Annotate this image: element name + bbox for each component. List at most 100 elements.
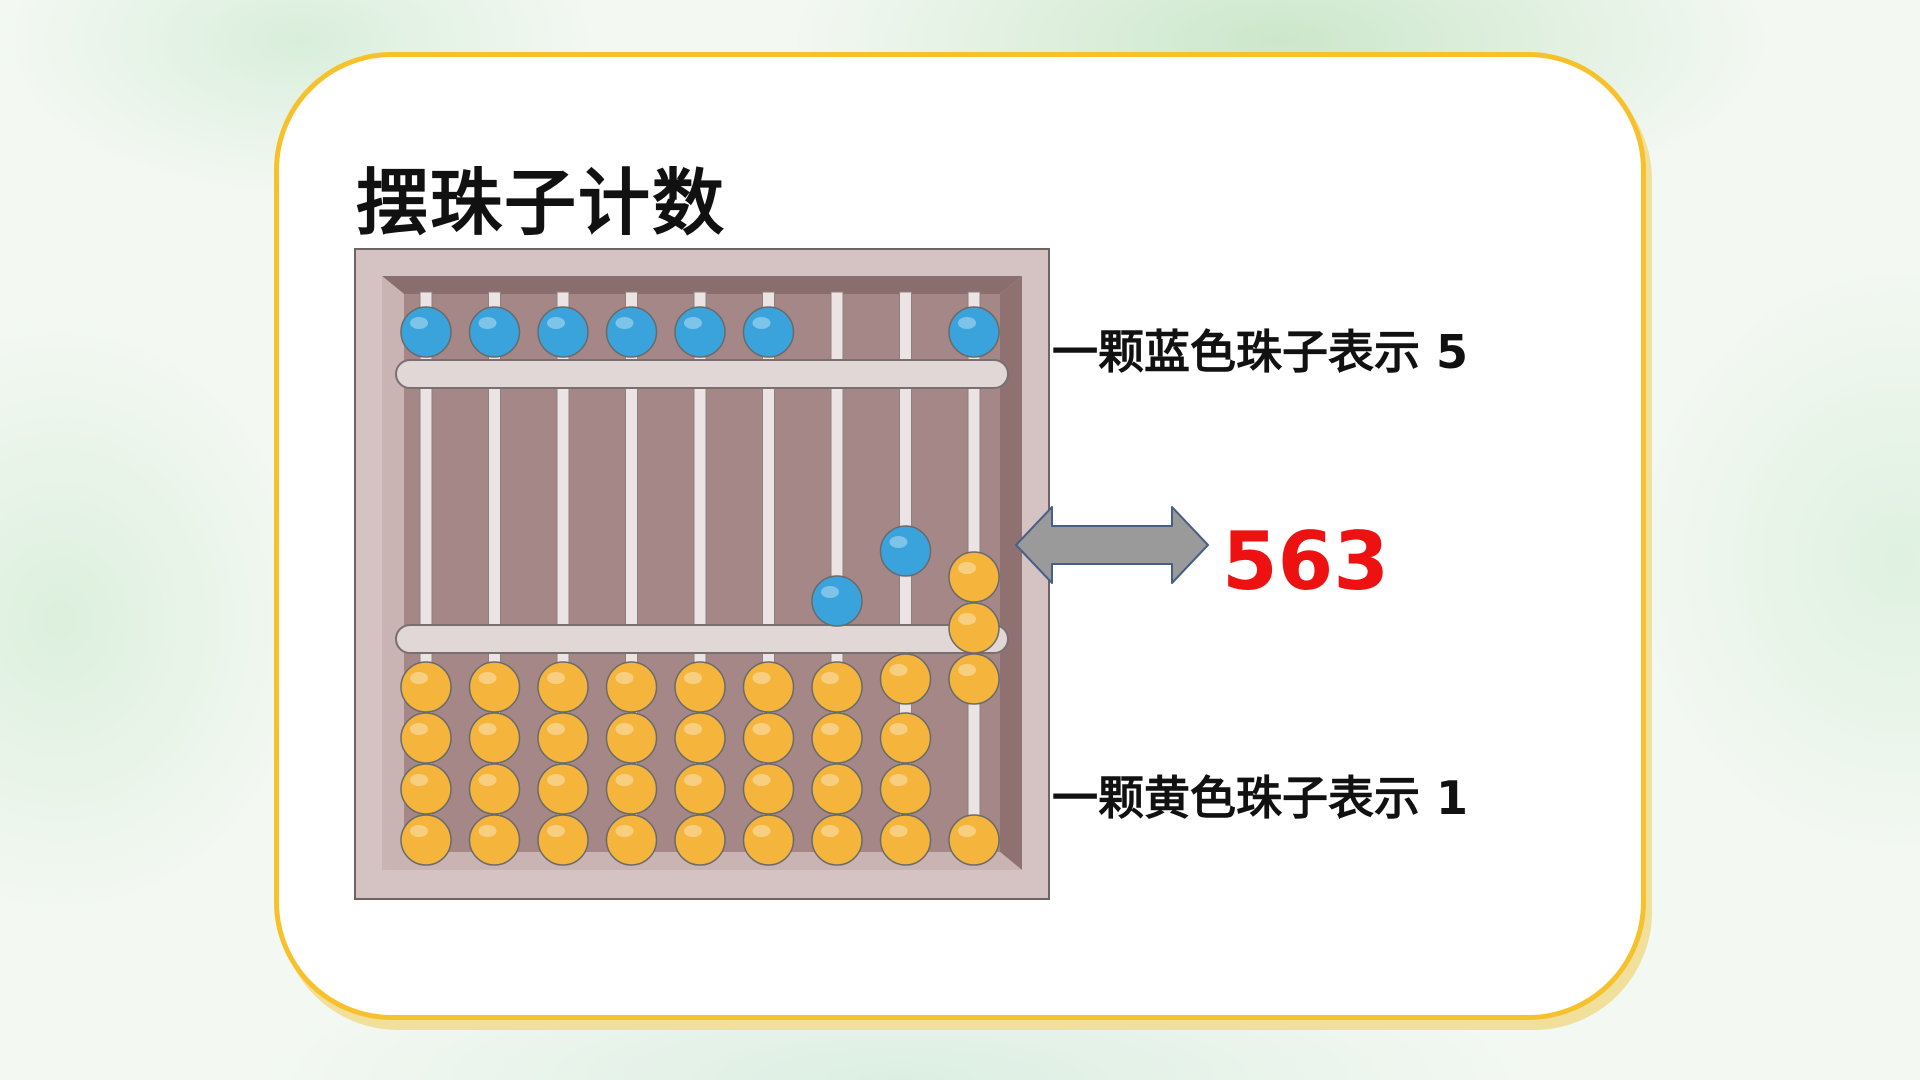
blue-bead [468,306,521,358]
yellow-bead-highlight [958,562,976,574]
yellow-bead [879,653,932,705]
yellow-bead [879,814,932,866]
yellow-bead-highlight [547,774,565,786]
blue-bead-highlight [821,586,839,598]
yellow-bead [811,661,863,713]
yellow-bead-highlight [410,825,428,837]
yellow-bead [811,712,863,764]
blue-bead-highlight [547,317,565,329]
yellow-bead-highlight [615,825,634,837]
abacus-inner-top-bevel [382,276,1022,294]
yellow-bead [742,661,795,713]
yellow-bead [537,814,589,866]
abacus [354,248,1050,900]
abacus-lower-beam [395,624,1009,654]
yellow-bead [674,712,726,764]
double-arrow-shape [1015,506,1209,584]
yellow-bead [811,763,863,815]
yellow-bead-label: 一颗黄色珠子表示 1 [1052,771,1469,825]
yellow-bead [948,551,1000,603]
yellow-bead [674,661,726,713]
yellow-bead-highlight [684,672,702,684]
result-number: 563 [1222,515,1389,608]
abacus-inner-right-bevel [1000,276,1022,870]
yellow-bead-highlight [547,825,565,837]
yellow-bead [468,661,521,713]
yellow-bead-highlight [478,825,497,837]
blue-bead [674,306,726,358]
yellow-bead-highlight [478,672,497,684]
yellow-bead-highlight [615,774,634,786]
blue-bead-highlight [615,317,634,329]
yellow-bead-highlight [615,672,634,684]
yellow-bead-highlight [684,723,702,735]
blue-bead-highlight [958,317,976,329]
blue-bead [811,575,863,627]
yellow-bead-highlight [752,672,771,684]
page-title: 摆珠子计数 [356,161,727,245]
yellow-bead-highlight [410,672,428,684]
yellow-bead-highlight [889,664,908,676]
yellow-bead-highlight [752,774,771,786]
yellow-bead-highlight [684,825,702,837]
blue-bead-highlight [410,317,428,329]
blue-bead-label: 一颗蓝色珠子表示 5 [1052,325,1469,379]
yellow-bead-highlight [821,723,839,735]
yellow-bead-highlight [410,723,428,735]
abacus-beads [400,306,1000,866]
yellow-bead-highlight [889,825,908,837]
abacus-inner-left-bevel [382,276,404,870]
yellow-bead [948,814,1000,866]
yellow-bead-highlight [889,723,908,735]
yellow-bead [537,712,589,764]
blue-bead-highlight [752,317,771,329]
blue-bead [537,306,589,358]
yellow-bead-highlight [478,723,497,735]
yellow-bead-highlight [478,774,497,786]
yellow-bead-highlight [821,774,839,786]
blue-bead-highlight [478,317,497,329]
blue-bead [879,525,932,577]
blue-bead-highlight [684,317,702,329]
double-arrow-icon [1015,506,1209,584]
yellow-bead-highlight [615,723,634,735]
blue-bead [400,306,452,358]
yellow-bead [879,763,932,815]
yellow-bead [468,712,521,764]
blue-bead [605,306,658,358]
yellow-bead-highlight [752,723,771,735]
yellow-bead [400,661,452,713]
yellow-bead [811,814,863,866]
yellow-bead-highlight [684,774,702,786]
yellow-bead [400,712,452,764]
yellow-bead-highlight [821,825,839,837]
yellow-bead-highlight [958,613,976,625]
yellow-bead [605,763,658,815]
yellow-bead-highlight [410,774,428,786]
yellow-bead [742,712,795,764]
yellow-bead [468,814,521,866]
yellow-bead [468,763,521,815]
yellow-bead-highlight [547,672,565,684]
yellow-bead [537,661,589,713]
yellow-bead-highlight [958,664,976,676]
yellow-bead [605,712,658,764]
yellow-bead [674,763,726,815]
yellow-bead-highlight [889,774,908,786]
yellow-bead [948,602,1000,654]
yellow-bead-highlight [821,672,839,684]
yellow-bead-highlight [752,825,771,837]
yellow-bead [400,814,452,866]
yellow-bead [742,814,795,866]
abacus-upper-beam [395,359,1009,389]
yellow-bead [879,712,932,764]
yellow-bead [400,763,452,815]
yellow-bead [742,763,795,815]
yellow-bead-highlight [958,825,976,837]
blue-bead [742,306,795,358]
blue-bead [948,306,1000,358]
yellow-bead [605,661,658,713]
yellow-bead [605,814,658,866]
yellow-bead-highlight [547,723,565,735]
blue-bead-highlight [889,536,908,548]
